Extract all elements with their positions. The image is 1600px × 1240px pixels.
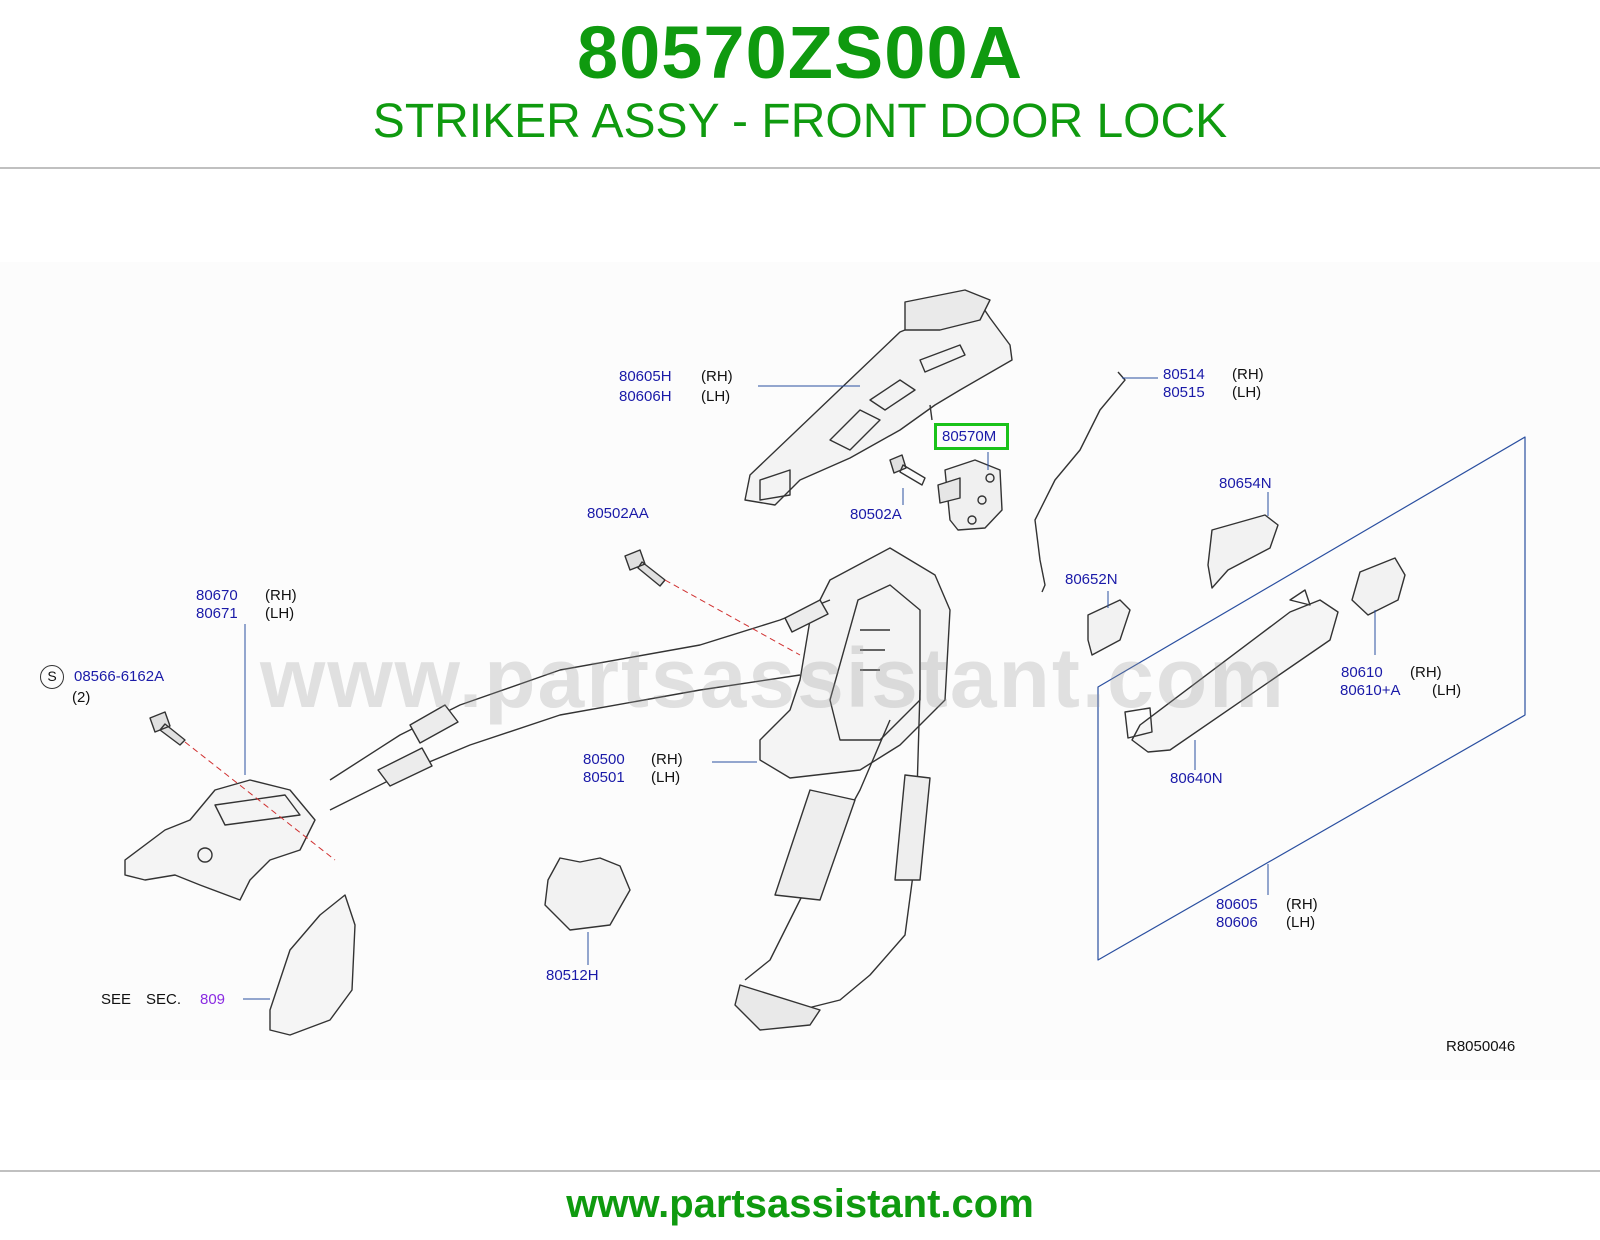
side-lh-label: (LH): [701, 388, 731, 405]
door-lock-actuator-drawing: [759, 547, 951, 779]
callout-80514[interactable]: 80514: [1163, 366, 1205, 383]
side-lh-label: (LH): [1232, 384, 1262, 401]
callout-80606[interactable]: 80606: [1216, 914, 1258, 931]
side-rh-label: (RH): [651, 751, 683, 768]
dashed-axis-lines: [184, 579, 801, 861]
striker-assy-drawing: [937, 459, 1003, 531]
callout-80502aa[interactable]: 80502AA: [587, 505, 649, 522]
side-rh-label: (RH): [1232, 366, 1264, 383]
side-rh-label: (RH): [701, 368, 733, 385]
cable-drawing: [329, 599, 931, 1031]
page-header: 80570ZS00A STRIKER ASSY - FRONT DOOR LOC…: [0, 0, 1600, 170]
callout-80502a[interactable]: 80502A: [850, 506, 902, 523]
callout-80671[interactable]: 80671: [196, 605, 238, 622]
bolt-80502a-drawing: [889, 454, 926, 486]
part-description: STRIKER ASSY - FRONT DOOR LOCK: [372, 95, 1228, 148]
callout-80610a[interactable]: 80610+A: [1340, 682, 1401, 699]
side-lh-label: (LH): [265, 605, 295, 622]
see-label: SEE: [101, 991, 132, 1008]
footer-site-url[interactable]: www.partsassistant.com: [566, 1182, 1034, 1226]
leader-lines: [243, 377, 1376, 1000]
screw-08566-drawing: [149, 711, 186, 746]
callout-80606h[interactable]: 80606H: [619, 388, 672, 405]
reference-code: R8050046: [1446, 1038, 1516, 1055]
highlighted-part-box: [934, 423, 1009, 450]
standard-part-symbol: S: [40, 665, 64, 689]
side-rh-label: (RH): [1410, 664, 1442, 681]
frame-outline: [1097, 436, 1526, 961]
callout-80652n[interactable]: 80652N: [1065, 571, 1118, 588]
callout-80515[interactable]: 80515: [1163, 384, 1205, 401]
footer-divider: [0, 1170, 1600, 1172]
sec-label: SEC.: [146, 991, 182, 1008]
callout-80512h[interactable]: 80512H: [546, 967, 599, 984]
diagram-panel: [0, 262, 1600, 1080]
bracket-80652n-drawing: [1087, 599, 1131, 656]
side-lh-label: (LH): [651, 769, 681, 786]
callout-80570m[interactable]: 80570M: [942, 428, 997, 445]
callout-08566-6162a[interactable]: 08566-6162A: [74, 668, 165, 685]
quantity-label: (2): [72, 689, 91, 706]
side-lh-label: (LH): [1432, 682, 1462, 699]
side-rh-label: (RH): [265, 587, 297, 604]
rod-80514-drawing: [1034, 371, 1126, 593]
clip-80512h-drawing: [544, 857, 631, 931]
outside-handle-80640n-drawing: [1124, 589, 1339, 753]
outside-handle-bracket-drawing: [744, 289, 1013, 506]
section-809-link[interactable]: 809: [200, 991, 226, 1008]
inside-handle-assy-drawing: [124, 779, 316, 901]
escutcheon-sec-809-drawing: [269, 894, 356, 1036]
callout-80605[interactable]: 80605: [1216, 896, 1258, 913]
cover-80610-drawing: [1351, 557, 1406, 616]
escutcheon-80654n-drawing: [1207, 514, 1279, 589]
callout-80654n[interactable]: 80654N: [1219, 475, 1272, 492]
side-rh-label: (RH): [1286, 896, 1318, 913]
callout-80640n[interactable]: 80640N: [1170, 770, 1223, 787]
bolt-80502aa-drawing: [624, 549, 666, 587]
callout-80605h[interactable]: 80605H: [619, 368, 672, 385]
watermark: www.partsassistant.com: [260, 631, 1286, 725]
side-lh-label: (LH): [1286, 914, 1316, 931]
part-number-title: 80570ZS00A: [576, 11, 1024, 94]
callout-80610[interactable]: 80610: [1341, 664, 1383, 681]
header-divider: [0, 167, 1600, 169]
callout-80670[interactable]: 80670: [196, 587, 238, 604]
callout-80501[interactable]: 80501: [583, 769, 625, 786]
callout-80500[interactable]: 80500: [583, 751, 625, 768]
